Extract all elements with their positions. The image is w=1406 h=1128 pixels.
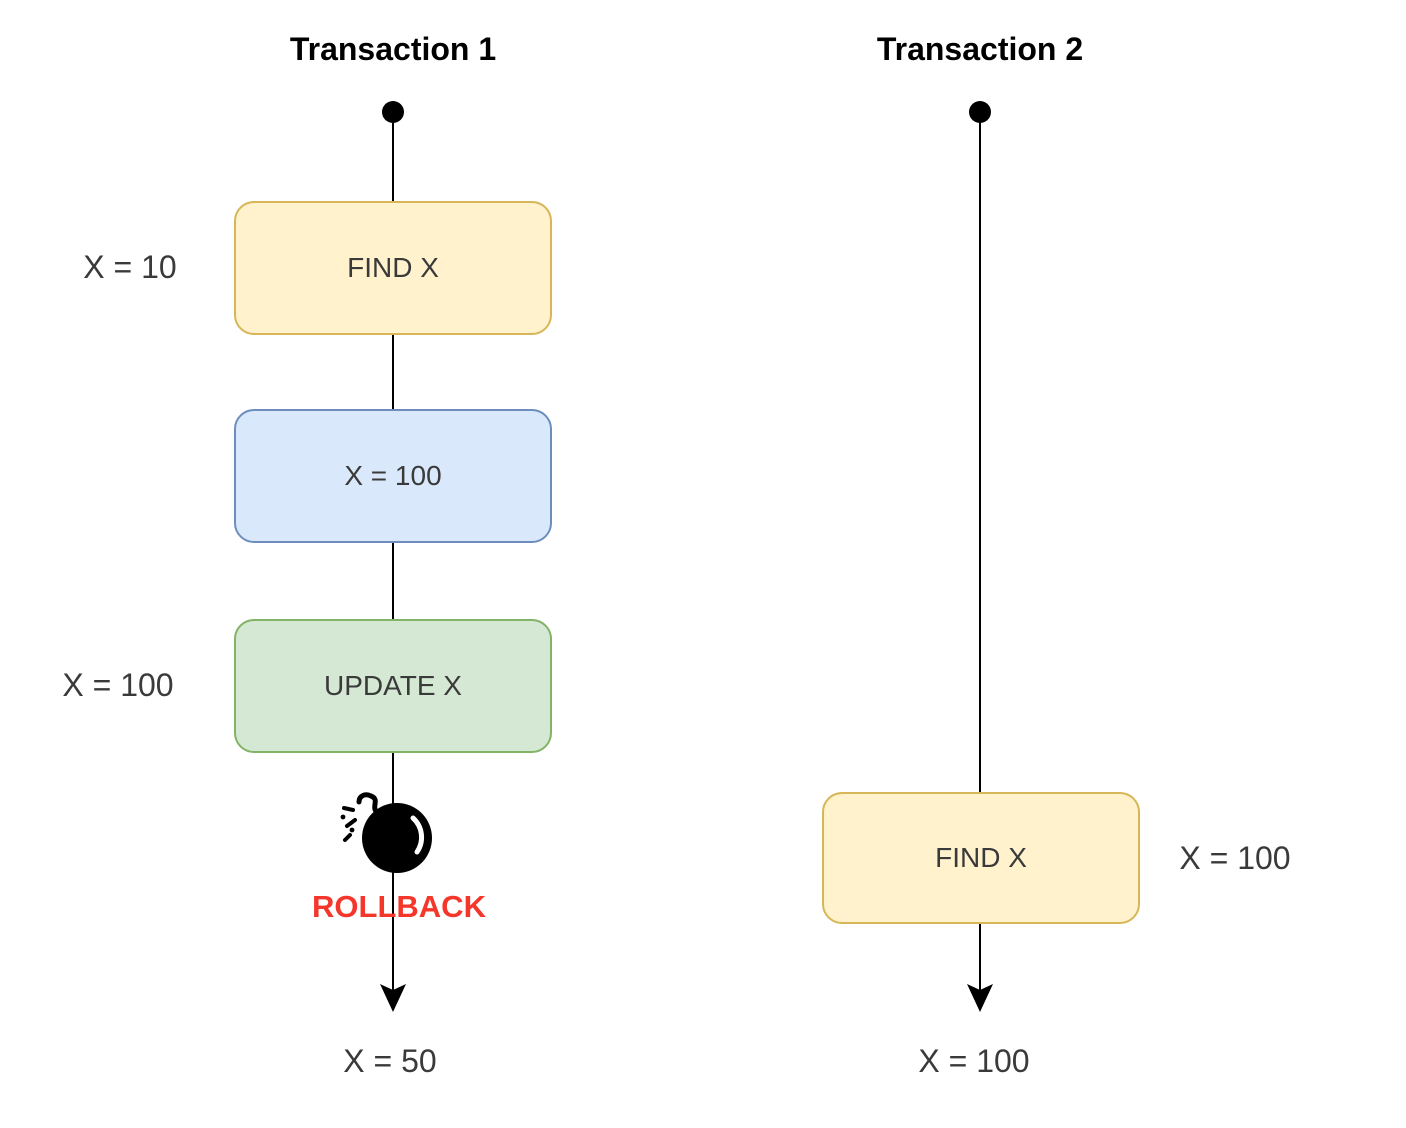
transaction1-result-label: X = 50: [343, 1043, 437, 1079]
transaction2-side-label-x100: X = 100: [1179, 840, 1291, 876]
transaction2-lifeline: [979, 112, 981, 992]
step-label: FIND X: [347, 252, 439, 283]
transaction1-arrow-down-icon: [380, 984, 406, 1012]
transaction1-step-update-x: UPDATE X: [234, 619, 552, 753]
transaction1-side-label-x100: X = 100: [62, 667, 174, 703]
transaction1-step-find-x: FIND X: [234, 201, 552, 335]
rollback-label: ROLLBACK: [312, 889, 486, 924]
transaction1-lifeline: [392, 112, 394, 992]
transaction2-start-dot-icon: [969, 101, 991, 123]
step-label: FIND X: [935, 842, 1027, 873]
transaction2-title: Transaction 2: [876, 31, 1084, 67]
transaction2-step-find-x: FIND X: [822, 792, 1140, 924]
bomb-icon: [340, 792, 432, 873]
transaction1-title: Transaction 1: [289, 31, 497, 67]
transaction2-result-label: X = 100: [918, 1043, 1030, 1079]
transaction1-step-set-x: X = 100: [234, 409, 552, 543]
transaction2-arrow-down-icon: [967, 984, 993, 1012]
step-label: UPDATE X: [324, 670, 462, 701]
step-label: X = 100: [344, 460, 442, 491]
transaction1-side-label-x10: X = 10: [83, 249, 177, 285]
transaction1-start-dot-icon: [382, 101, 404, 123]
